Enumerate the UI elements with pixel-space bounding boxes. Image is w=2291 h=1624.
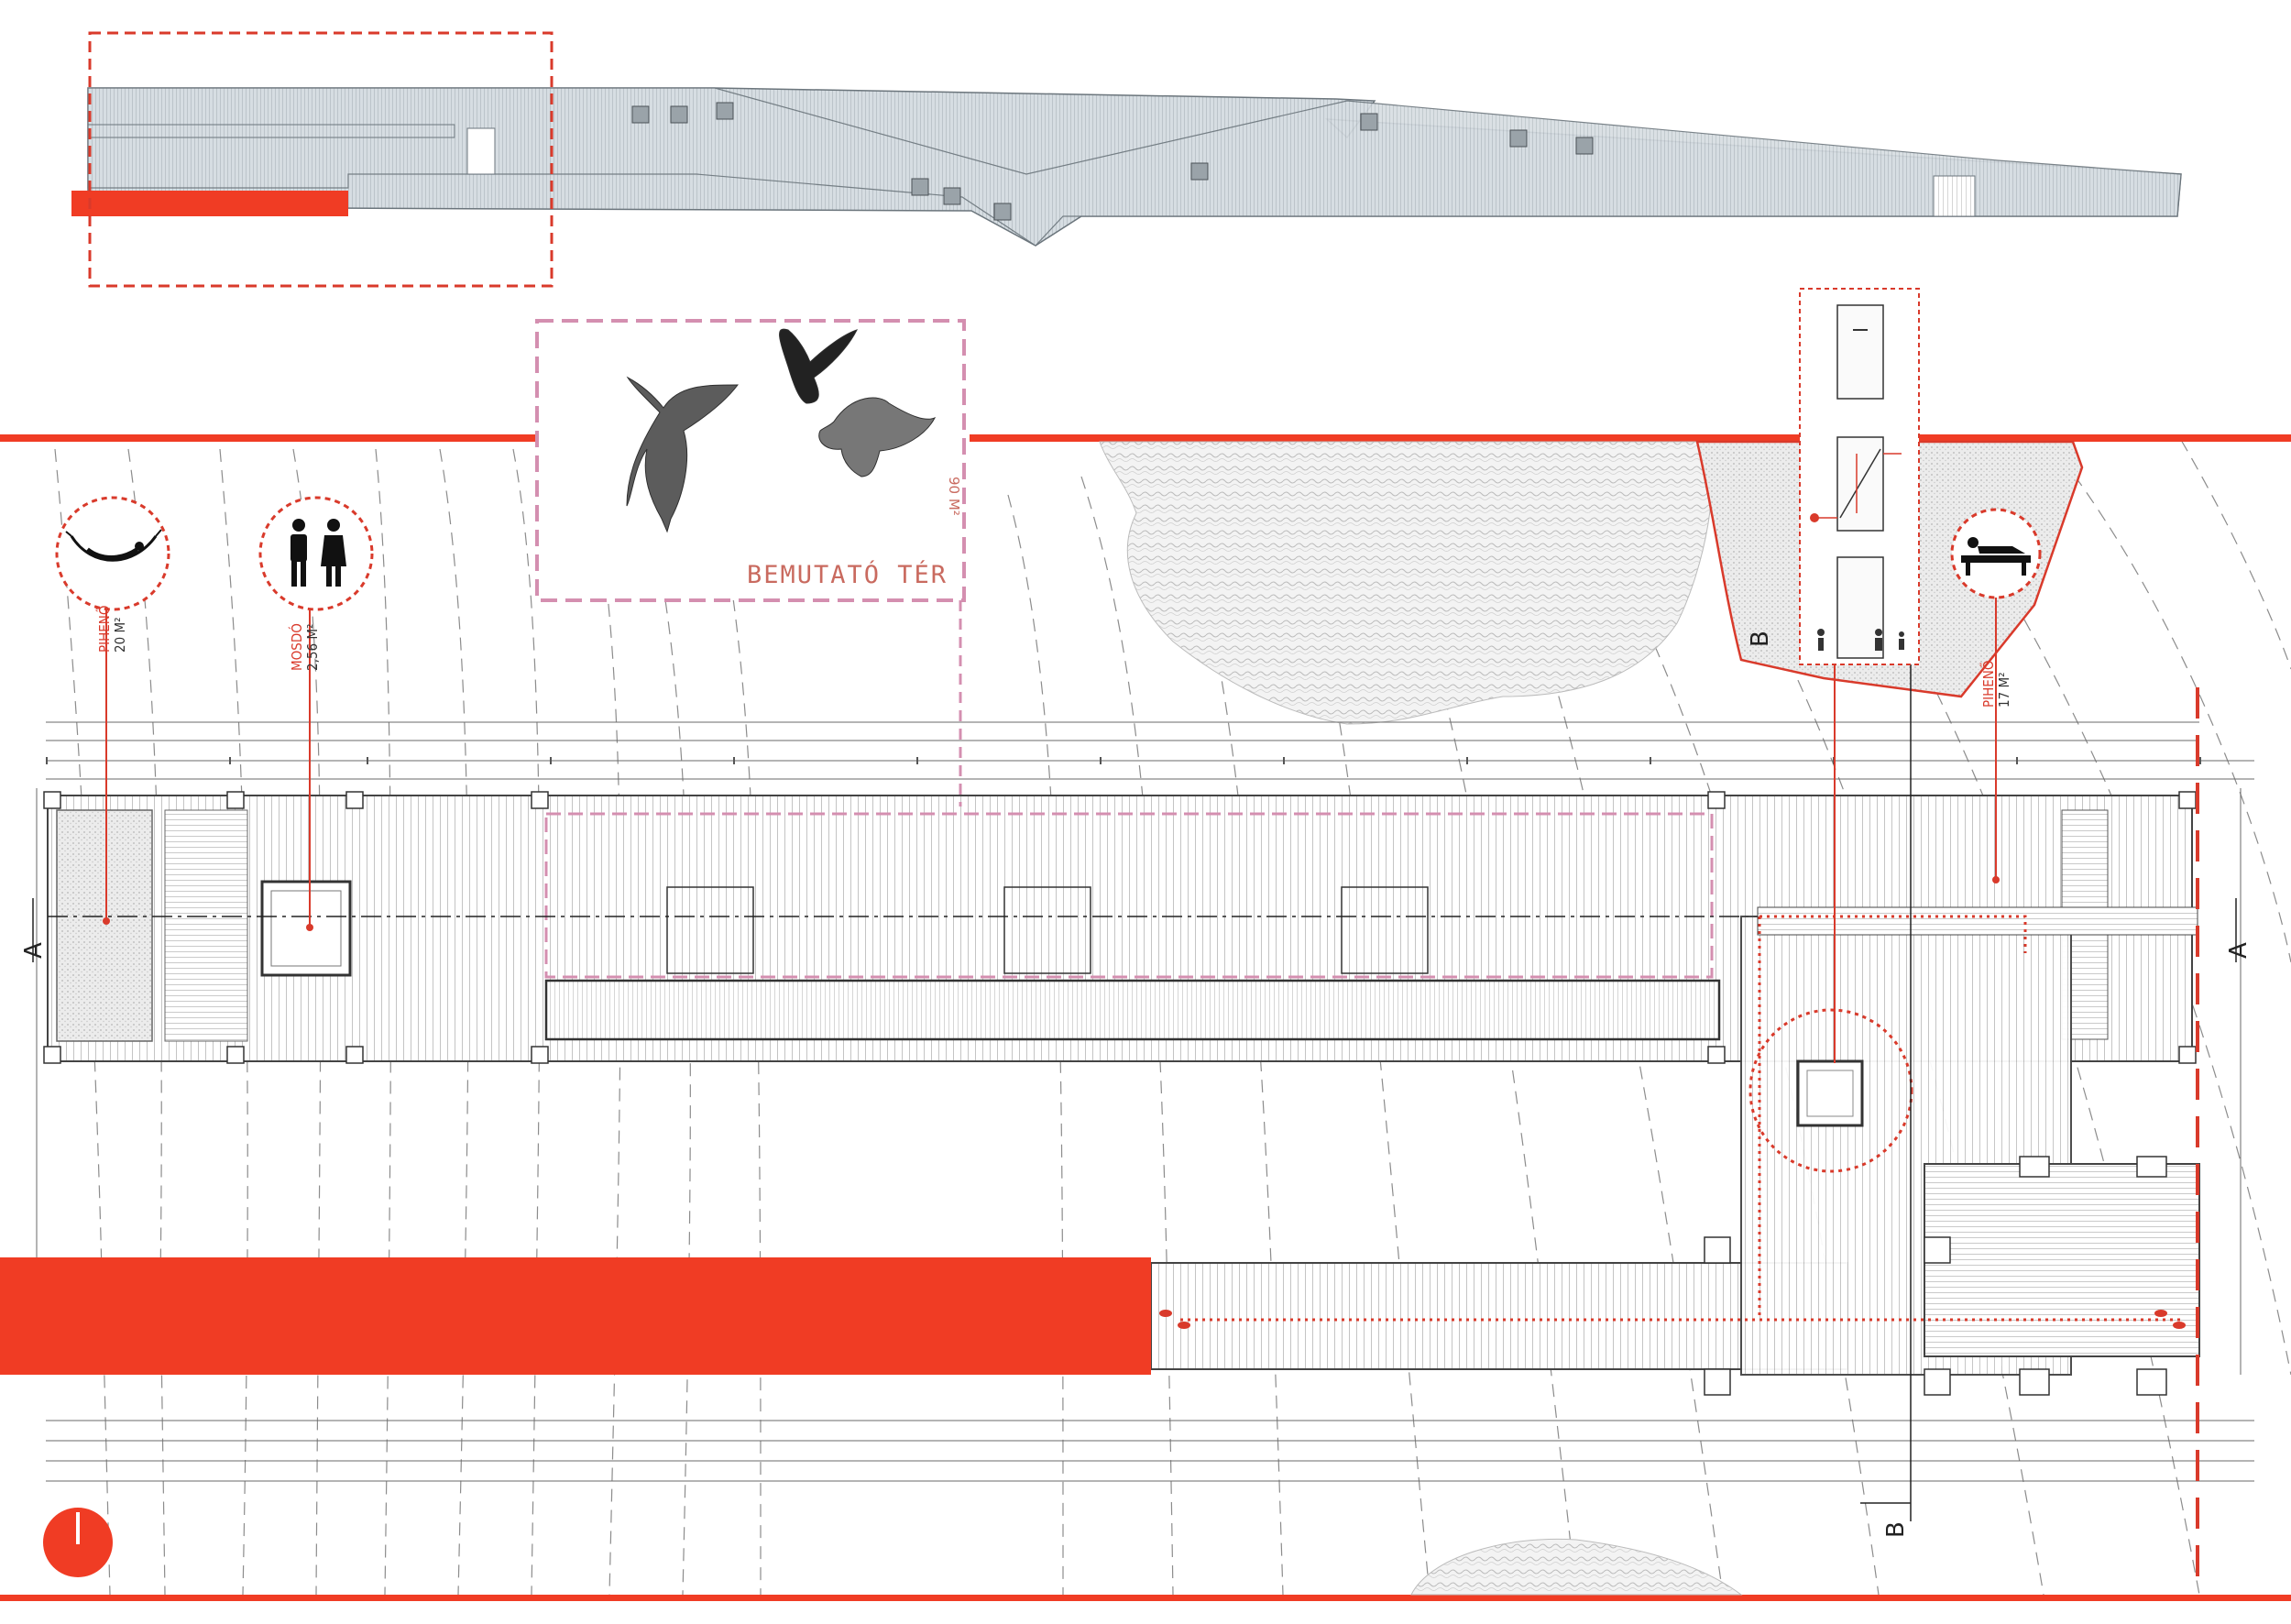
washroom-size: 2,56 M²: [303, 623, 321, 671]
rest-area-2-name: PIHENŐ: [1980, 660, 1997, 708]
reclining-person-icon: [1950, 508, 2042, 599]
key-plan-detail-frame: [88, 31, 554, 288]
toilet-people-icon: [258, 496, 374, 611]
north-arrow-icon: [43, 1508, 113, 1577]
exhibition-zone-outline: [544, 812, 1714, 979]
rest-area-label: PIHENŐ 20 M²: [96, 605, 128, 653]
key-plan: [71, 31, 2182, 288]
section-mark-b-top: B: [1747, 631, 1774, 647]
column-posts: [43, 791, 2197, 1396]
lower-tree-ring-texture: [1410, 1538, 1743, 1596]
key-plan-entrance-bar: [71, 191, 348, 216]
dimension-ticks: [46, 757, 2201, 764]
exhibition-space-frame: [535, 319, 966, 602]
rest-area-deck: [56, 809, 153, 1042]
hammock-icon: [55, 496, 170, 611]
leader-lines: [105, 598, 1997, 1063]
bird-illustration-icon: [626, 328, 937, 533]
rest-area-size: 20 M²: [111, 617, 128, 653]
rest-area-2-size: 17 M²: [1995, 672, 2012, 708]
section-mark-a-right: A: [2225, 942, 2253, 959]
stair-ramp: [164, 809, 248, 1042]
entrance-bar: [0, 1257, 1151, 1375]
washroom-block: [260, 880, 352, 977]
footprints-icon: [1159, 1310, 2186, 1329]
top-border-left: [0, 434, 537, 442]
rest-area-2-label: PIHENŐ 17 M²: [1980, 660, 2012, 708]
rest-area-name: PIHENŐ: [96, 605, 113, 653]
washroom-name: MOSDÓ: [289, 623, 305, 671]
exhibition-space-area: 90 M²: [946, 477, 962, 516]
accessibility-icons: [1817, 629, 1904, 651]
section-lines: [32, 642, 2237, 1521]
eye-icon: [1810, 513, 1819, 522]
section-mark-b-bottom: B: [1882, 1521, 1910, 1538]
washroom-label: MOSDÓ 2,56 M²: [289, 623, 321, 671]
exhibition-space-title: BEMUTATÓ TÉR: [747, 561, 948, 589]
access-legend-column: [1799, 288, 1920, 665]
top-border-right: [970, 434, 2291, 442]
bottom-border: [0, 1595, 2291, 1601]
tower-highlight: [1748, 1008, 1913, 1173]
lower-walkway: [1150, 906, 2200, 1376]
service-channel: [544, 979, 1721, 1041]
section-mark-a-left: A: [20, 942, 48, 959]
dimension-lines: [36, 721, 2254, 1482]
tree-stump-texture: [1099, 441, 1713, 725]
